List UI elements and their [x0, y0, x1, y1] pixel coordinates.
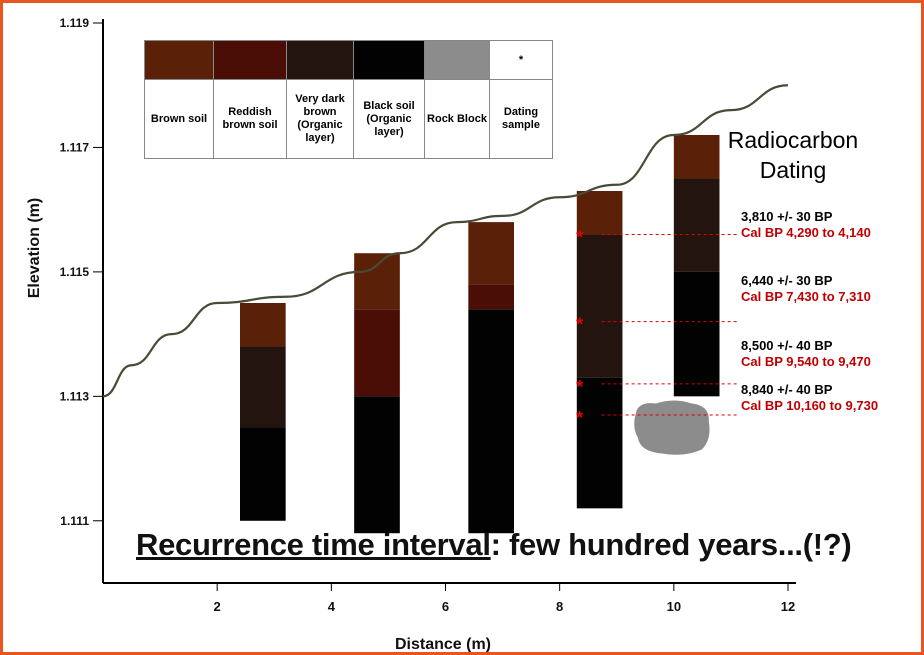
radiocarbon-title-line2: Dating: [759, 157, 827, 183]
axes: 1.119 1.117 1.115 1.113 1.111 2 4 6 8 10 12: [60, 16, 796, 614]
legend-label-brown: Brown soil: [144, 79, 214, 159]
dating-sample-markers: * * * *: [576, 228, 583, 428]
y-axis-label: Elevation (m): [26, 198, 43, 298]
recurrence-headline: Recurrence time interval: few hundred ye…: [136, 527, 852, 563]
radiocarbon-date-4: 8,840 +/- 40 BP Cal BP 10,160 to 9,730: [741, 382, 878, 414]
x-tick-label: 12: [781, 599, 795, 614]
legend-swatch-rock: [424, 40, 490, 80]
soil-layer-very-dark-brown: [673, 178, 720, 272]
x-tick-label: 2: [214, 599, 221, 614]
date-cal-bp: Cal BP 10,160 to 9,730: [741, 398, 879, 413]
legend-label-dating-sample: Dating sample: [489, 79, 553, 159]
y-tick-label: 1.115: [60, 265, 90, 279]
date-cal-bp: Cal BP 7,430 to 7,310: [741, 289, 871, 304]
y-tick-label: 1.111: [60, 514, 89, 528]
soil-layer-black: [468, 309, 514, 534]
legend-swatch-brown: [144, 40, 214, 80]
legend-swatch-black: [353, 40, 425, 80]
legend-swatch-row: *: [144, 40, 553, 80]
legend-label-black: Black soil (Organic layer): [353, 79, 425, 159]
dating-sample-star: *: [576, 408, 583, 428]
soil-layer-very-dark-brown: [240, 346, 286, 428]
date-bp: 8,840 +/- 40 BP: [741, 382, 833, 397]
elevation-profile-chart: 1.119 1.117 1.115 1.113 1.111 2 4 6 8 10 12 * * * * D…: [26, 16, 796, 653]
soil-layer-black: [240, 427, 286, 521]
radiocarbon-date-1: 3,810 +/- 30 BP Cal BP 4,290 to 4,140: [741, 209, 871, 241]
soil-layer-reddish-brown: [468, 284, 514, 310]
x-tick-label: 6: [442, 599, 449, 614]
date-cal-bp: Cal BP 9,540 to 9,470: [741, 354, 871, 369]
legend-label-row: Brown soil Reddish brown soil Very dark …: [144, 79, 553, 159]
soil-layer-brown: [468, 222, 514, 285]
soil-layer-reddish-brown: [354, 309, 400, 397]
soil-legend: * Brown soil Reddish brown soil Very dar…: [144, 40, 553, 159]
soil-layer-very-dark-brown: [576, 234, 623, 378]
radiocarbon-dating-title: Radiocarbon Dating: [713, 125, 873, 185]
x-tick-label: 4: [328, 599, 336, 614]
legend-swatch-very-dark-brown: [286, 40, 354, 80]
surface-profile: [102, 84, 789, 398]
x-tick-label: 10: [667, 599, 681, 614]
date-bp: 3,810 +/- 30 BP: [741, 209, 833, 224]
dating-sample-star: *: [576, 377, 583, 397]
dating-sample-star: *: [576, 315, 583, 335]
rock-block: [634, 400, 710, 455]
dating-sample-star: *: [576, 228, 583, 248]
x-tick-label: 8: [556, 599, 563, 614]
legend-label-very-dark-brown: Very dark brown (Organic layer): [286, 79, 354, 159]
date-bp: 8,500 +/- 40 BP: [741, 338, 833, 353]
radiocarbon-date-3: 8,500 +/- 40 BP Cal BP 9,540 to 9,470: [741, 338, 871, 370]
soil-layer-black: [673, 271, 720, 397]
sample-leader-lines: [601, 234, 738, 416]
ground-surface-line: [102, 84, 789, 398]
legend-label-reddish-brown: Reddish brown soil: [213, 79, 287, 159]
soil-columns: [240, 135, 720, 534]
headline-rest: : few hundred years...(!?): [490, 527, 852, 562]
soil-layer-black: [354, 396, 400, 534]
y-tick-label: 1.113: [60, 389, 90, 403]
legend-swatch-reddish-brown: [213, 40, 287, 80]
legend-swatch-dating-sample: *: [489, 40, 553, 80]
rock-block-shape: [634, 400, 710, 455]
soil-layer-brown: [576, 191, 623, 235]
date-cal-bp: Cal BP 4,290 to 4,140: [741, 225, 871, 240]
soil-layer-brown: [673, 135, 720, 179]
y-tick-label: 1.117: [60, 140, 90, 154]
soil-layer-brown: [240, 303, 286, 347]
y-tick-label: 1.119: [60, 16, 90, 30]
legend-label-rock: Rock Block: [424, 79, 490, 159]
x-axis-label: Distance (m): [395, 636, 491, 653]
radiocarbon-date-2: 6,440 +/- 30 BP Cal BP 7,430 to 7,310: [741, 273, 871, 305]
radiocarbon-title-line1: Radiocarbon: [727, 127, 859, 153]
soil-layer-black: [576, 377, 623, 509]
headline-underlined: Recurrence time interval: [136, 527, 491, 562]
date-bp: 6,440 +/- 30 BP: [741, 273, 833, 288]
soil-layer-brown: [354, 253, 400, 310]
